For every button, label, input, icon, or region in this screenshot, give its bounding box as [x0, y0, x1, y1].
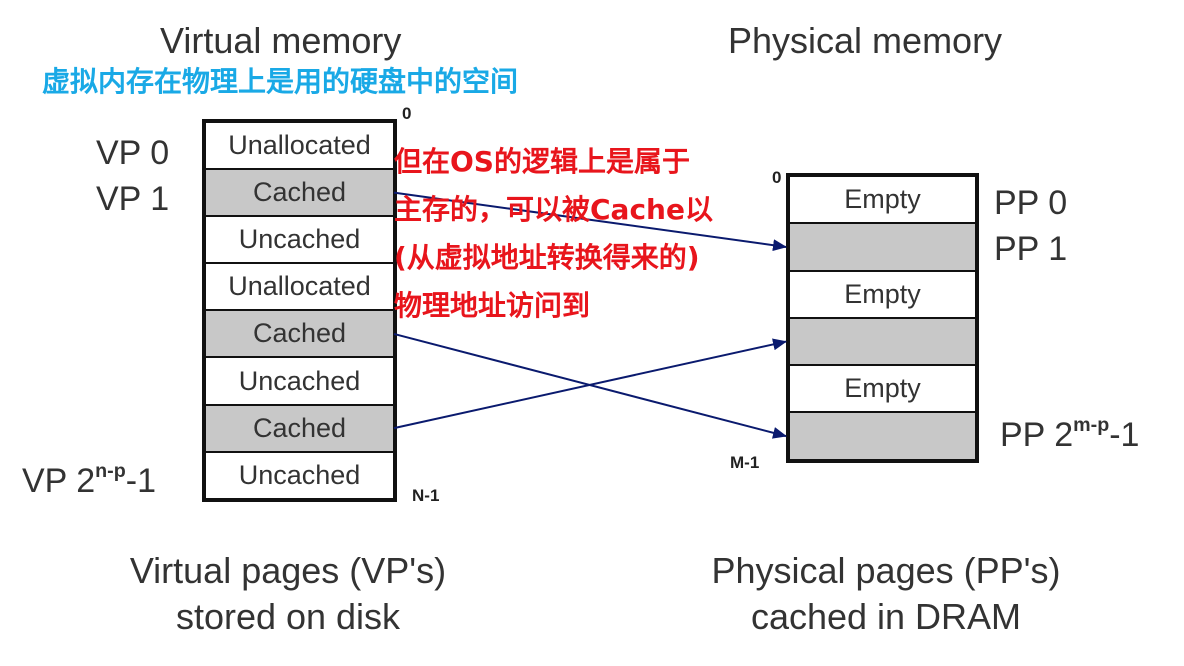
mapping-arrow-2: [393, 338, 787, 430]
physical-page-2: Empty: [789, 270, 976, 318]
virtual-index-top: 0: [402, 104, 412, 123]
label-vp-last: VP 2n-p-1: [22, 460, 156, 501]
physical-caption: Physical pages (PP's) cached in DRAM: [664, 548, 1108, 640]
virtual-caption-line-2: stored on disk: [175, 596, 401, 637]
label-pp0: PP 0: [994, 184, 1068, 222]
note-blue: 虚拟内存在物理上是用的硬盘中的空间: [42, 65, 519, 98]
note-red-line-3: (从虚拟地址转换得来的): [394, 241, 700, 274]
note-red-line-1: 但在OS的逻辑上是属于: [394, 145, 690, 178]
label-vp-last-base: VP 2: [22, 461, 96, 500]
label-vp-last-tail: -1: [125, 461, 156, 500]
virtual-page-6: Cached: [205, 404, 394, 452]
virtual-page-7: Uncached: [205, 451, 394, 499]
mapping-arrow-0: [393, 191, 787, 252]
virtual-page-0: Unallocated: [205, 122, 394, 170]
note-red: 但在OS的逻辑上是属于 主存的，可以被Cache以 (从虚拟地址转换得来的) 物…: [394, 138, 713, 330]
physical-index-bottom: M-1: [730, 453, 760, 472]
physical-page-3: [789, 317, 976, 366]
virtual-caption-line-1: Virtual pages (VP's): [129, 550, 447, 591]
label-pp-last-tail: -1: [1109, 415, 1140, 454]
physical-page-0: Empty: [789, 176, 976, 224]
physical-index-top: 0: [772, 168, 782, 187]
physical-caption-line-2: cached in DRAM: [750, 596, 1022, 637]
note-red-line-4: 物理地址访问到: [394, 289, 591, 322]
virtual-page-4: Cached: [205, 310, 394, 358]
label-pp1: PP 1: [994, 230, 1068, 268]
virtual-page-3: Unallocated: [205, 263, 394, 311]
virtual-index-bottom: N-1: [412, 486, 440, 505]
label-vp-last-exponent: n-p: [95, 460, 126, 482]
label-vp1: VP 1: [96, 180, 170, 218]
virtual-memory-heading: Virtual memory: [160, 20, 402, 61]
note-red-line-2: 主存的，可以被Cache以: [394, 193, 713, 226]
physical-memory-heading: Physical memory: [728, 20, 1003, 61]
label-vp0: VP 0: [96, 134, 170, 172]
physical-page-1: [789, 223, 976, 271]
label-pp-last-exponent: m-p: [1073, 414, 1110, 436]
virtual-page-1: Cached: [205, 169, 394, 217]
physical-page-4: Empty: [789, 365, 976, 413]
virtual-page-5: Uncached: [205, 357, 394, 405]
physical-page-5: [789, 412, 976, 460]
label-pp-last-base: PP 2: [1000, 415, 1074, 454]
label-pp-last: PP 2m-p-1: [1000, 414, 1139, 455]
physical-caption-line-1: Physical pages (PP's): [711, 550, 1061, 591]
virtual-caption: Virtual pages (VP's) stored on disk: [88, 548, 488, 640]
virtual-page-2: Uncached: [205, 216, 394, 264]
